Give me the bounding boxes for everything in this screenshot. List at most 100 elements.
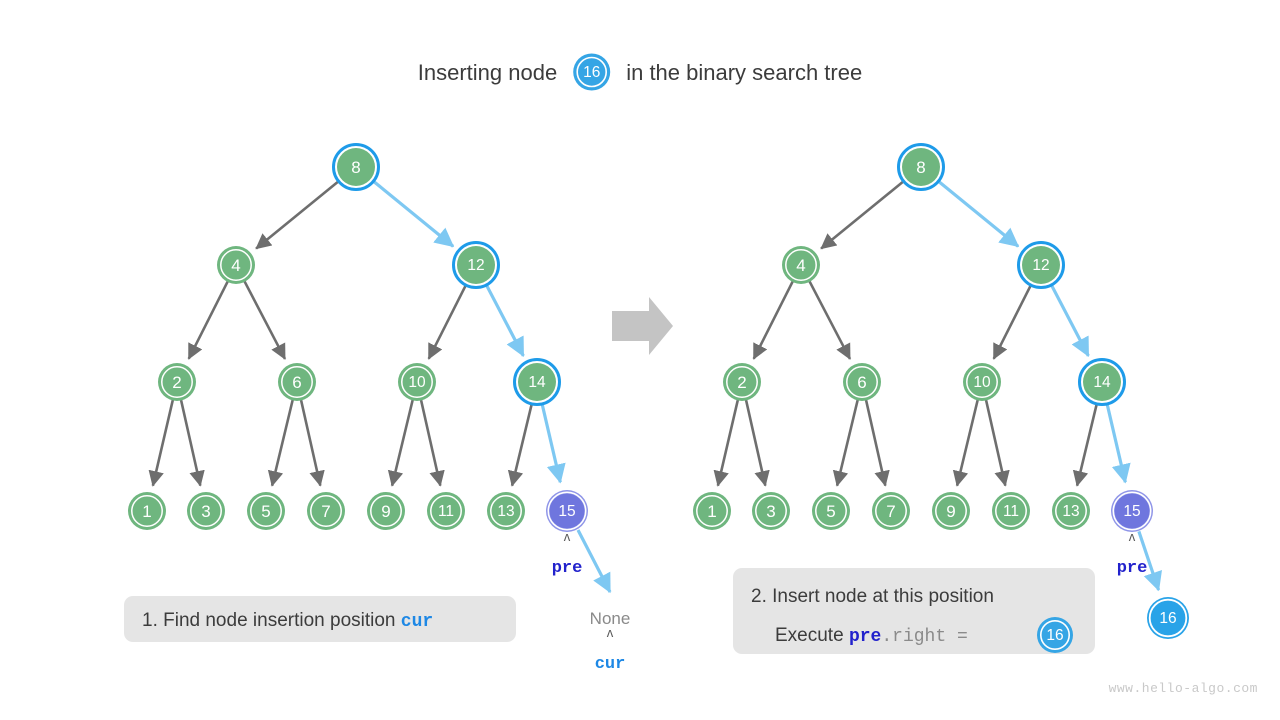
tree-edge xyxy=(713,399,740,487)
title-badge-value: 16 xyxy=(583,64,600,81)
tree-edge xyxy=(243,280,287,360)
tree-node-8[interactable]: 8 xyxy=(332,143,380,191)
tree-node-5[interactable]: 5 xyxy=(812,492,850,530)
tree-node-7[interactable]: 7 xyxy=(872,492,910,530)
tree-node-value: 4 xyxy=(796,256,805,275)
tree-node-15[interactable]: 15 xyxy=(546,490,588,532)
tree-node-9[interactable]: 9 xyxy=(932,492,970,530)
tree-node-1[interactable]: 1 xyxy=(128,492,166,530)
tree-node-value: 12 xyxy=(1032,257,1049,274)
tree-edge xyxy=(1049,283,1090,357)
tree-node-value: 15 xyxy=(1123,503,1140,520)
caption-left-line: 1. Find node insertion position cur xyxy=(142,610,433,632)
tree-node-6[interactable]: 6 xyxy=(278,363,316,401)
tree-node-value: 14 xyxy=(528,374,546,391)
pointer-label-pre: pre xyxy=(552,559,583,578)
tree-edge xyxy=(984,399,1010,487)
tree-node-value: 12 xyxy=(467,257,484,274)
caption-badge-16: 16 xyxy=(1037,617,1073,653)
tree-edge xyxy=(179,399,205,487)
tree-node-value: 10 xyxy=(408,374,426,391)
pointer-caret-pre: ʌ xyxy=(1129,529,1136,544)
tree-node-7[interactable]: 7 xyxy=(307,492,345,530)
tree-node-10[interactable]: 10 xyxy=(963,363,1001,401)
tree-node-value: 3 xyxy=(766,502,775,521)
tree-edge xyxy=(744,399,770,487)
pointer-caret-cur: ʌ xyxy=(607,625,614,640)
tree-node-16[interactable]: 16 xyxy=(1147,597,1189,639)
tree-node-3[interactable]: 3 xyxy=(752,492,790,530)
tree-edge xyxy=(419,399,445,487)
tree-node-value: 4 xyxy=(231,256,240,275)
tree-node-4[interactable]: 4 xyxy=(782,246,820,284)
tree-node-value: 9 xyxy=(946,502,955,521)
caption-left-cur: cur xyxy=(401,612,433,632)
tree-edge xyxy=(507,402,534,487)
tree-node-11[interactable]: 11 xyxy=(427,492,465,530)
tree-node-value: 11 xyxy=(1003,503,1019,520)
tree-node-value: 9 xyxy=(381,502,390,521)
tree-node-value: 2 xyxy=(737,373,746,392)
tree-edge xyxy=(1072,402,1099,487)
tree-edge xyxy=(820,179,906,250)
tree-node-6[interactable]: 6 xyxy=(843,363,881,401)
tree-node-value: 5 xyxy=(261,502,270,521)
tree-node-value: 8 xyxy=(916,158,925,177)
tree-node-11[interactable]: 11 xyxy=(992,492,1030,530)
tree-edge xyxy=(371,179,455,248)
tree-edge xyxy=(427,283,468,360)
tree-node-14[interactable]: 14 xyxy=(1078,358,1126,406)
tree-node-12[interactable]: 12 xyxy=(1017,241,1065,289)
title-badge-16: 16 xyxy=(573,53,611,91)
tree-edge xyxy=(992,283,1033,360)
pointer-caret-pre: ʌ xyxy=(564,529,571,544)
tree-node-value: 1 xyxy=(142,502,151,521)
tree-node-12[interactable]: 12 xyxy=(452,241,500,289)
tree-node-13[interactable]: 13 xyxy=(487,492,525,530)
watermark: www.hello-algo.com xyxy=(1109,681,1258,696)
tree-node-value: 2 xyxy=(172,373,181,392)
caption-right-right-assign: .right = xyxy=(881,627,967,647)
tree-node-3[interactable]: 3 xyxy=(187,492,225,530)
tree-node-value: 1 xyxy=(707,502,716,521)
tree-edge xyxy=(752,280,795,360)
caption-badge-value: 16 xyxy=(1046,627,1063,644)
tree-node-8[interactable]: 8 xyxy=(897,143,945,191)
tree-node-2[interactable]: 2 xyxy=(158,363,196,401)
tree-node-10[interactable]: 10 xyxy=(398,363,436,401)
caption-right: 2. Insert node at this position Execute … xyxy=(733,568,1095,654)
tree-node-5[interactable]: 5 xyxy=(247,492,285,530)
tree-node-value: 5 xyxy=(826,502,835,521)
tree-edge-to-none xyxy=(576,529,612,594)
tree-node-1[interactable]: 1 xyxy=(693,492,731,530)
tree-edge xyxy=(936,179,1020,248)
tree-edge xyxy=(267,399,295,487)
tree-node-15[interactable]: 15 xyxy=(1111,490,1153,532)
tree-edge xyxy=(952,399,980,487)
page-title: Inserting node 16 in the binary search t… xyxy=(418,53,862,91)
tree-edge xyxy=(484,283,525,357)
tree-node-value: 10 xyxy=(973,374,991,391)
tree-edge xyxy=(299,399,325,487)
tree-node-2[interactable]: 2 xyxy=(723,363,761,401)
tree-edge xyxy=(808,280,852,360)
step-transition-arrow xyxy=(612,297,673,355)
tree-node-13[interactable]: 13 xyxy=(1052,492,1090,530)
tree-node-4[interactable]: 4 xyxy=(217,246,255,284)
tree-node-value: 3 xyxy=(201,502,210,521)
pointer-label-pre: pre xyxy=(1117,559,1148,578)
tree-node-value: 16 xyxy=(1159,610,1176,627)
none-label: None xyxy=(590,609,631,628)
tree-edge xyxy=(148,399,175,487)
caption-left-text: 1. Find node insertion position xyxy=(142,610,401,631)
tree-edge xyxy=(1105,402,1131,484)
tree-node-14[interactable]: 14 xyxy=(513,358,561,406)
tree-edges-layer xyxy=(148,179,1162,594)
tree-node-9[interactable]: 9 xyxy=(367,492,405,530)
tree-node-value: 8 xyxy=(351,158,360,177)
tree-node-value: 14 xyxy=(1093,374,1111,391)
title-suffix: in the binary search tree xyxy=(626,60,862,85)
pointer-label-cur: cur xyxy=(595,655,626,674)
